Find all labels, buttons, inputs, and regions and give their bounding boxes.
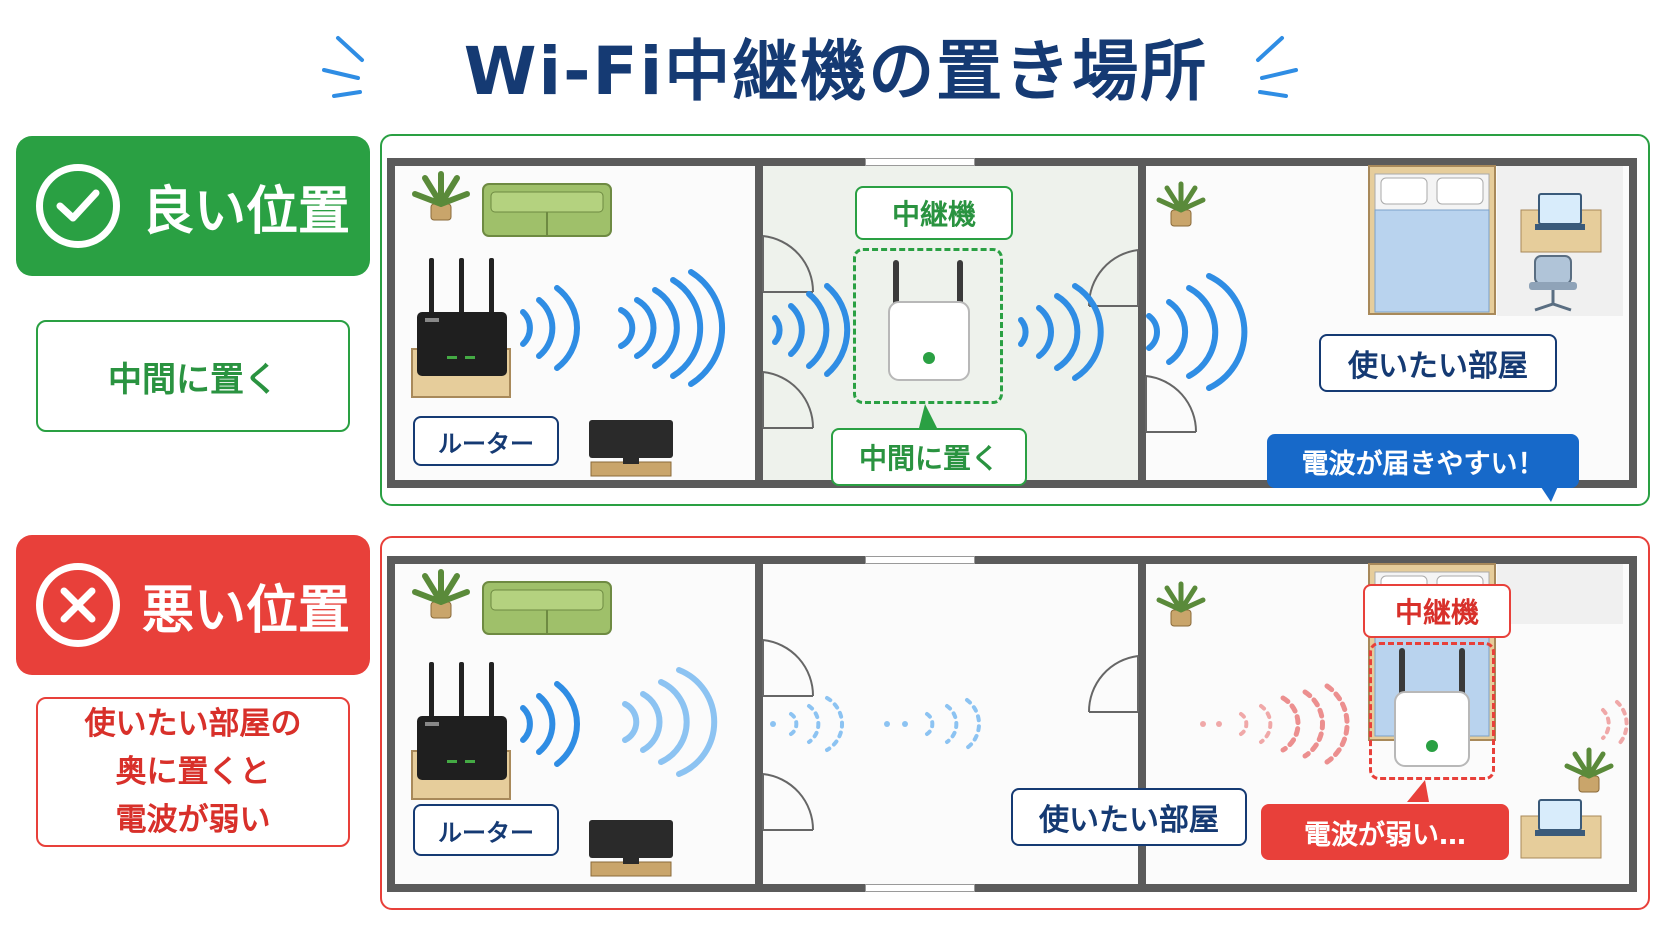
sparkle-icon-right [1256,36,1298,98]
tv-icon [589,820,673,877]
cross-icon [36,563,120,647]
door-icon [762,773,815,831]
sofa-icon [482,183,612,237]
bad-signal-bubble: 電波が弱い… [1261,804,1509,860]
good-middle-label: 中間に置く [831,428,1027,486]
wifi-wave-icon [1146,273,1248,391]
good-floorplan: ルーター 中継機 [387,158,1637,502]
wifi-wave-icon [1018,283,1104,381]
bad-window-bottom [865,884,975,892]
wifi-wave-icon [520,285,580,371]
plant-icon [1156,581,1206,627]
bad-position-label: 悪い位置 [142,580,351,641]
bad-note-line: 使いたい部屋の [84,706,302,742]
router-icon [417,258,507,376]
good-wall-1 [755,166,763,480]
tv-icon [589,420,673,477]
desk-area [1497,564,1623,624]
sparkle-icon-left [322,36,364,98]
bad-note: 使いたい部屋の 奥に置くと 電波が弱い [36,697,350,847]
bad-window-top [865,556,975,564]
plant-icon [412,569,470,619]
wifi-wave-icon [618,269,726,387]
good-signal-bubble: 電波が届きやすい！ [1267,434,1579,488]
good-position-badge: 良い位置 [16,136,370,276]
bad-wall-2 [1138,564,1146,884]
bad-note-line: 電波が弱い [115,802,271,838]
wifi-wave-icon [622,667,718,777]
extender-icon [888,260,970,381]
desk-icon [1520,193,1602,253]
plant-icon [1156,181,1206,227]
bad-router-label: ルーター [413,804,559,856]
plant-icon [412,171,470,221]
bubble-tail [1539,484,1559,502]
good-room-label: 使いたい部屋 [1319,334,1557,392]
good-floorplan-panel: ルーター 中継機 [380,134,1650,506]
router-icon [417,662,507,780]
plant-icon [1564,747,1614,793]
checkmark-icon [36,164,120,248]
good-window-top [865,158,975,166]
bed-icon [1368,165,1496,315]
wifi-wave-icon-weak [1601,700,1629,748]
door-icon [762,639,815,697]
door-icon [762,371,815,429]
wifi-wave-icon [520,681,580,767]
bad-note-line: 奥に置くと [115,754,271,790]
good-wall-2 [1138,166,1146,480]
bubble-tail [1407,780,1429,802]
bad-room-label: 使いたい部屋 [1011,788,1247,846]
sofa-icon [482,581,612,635]
good-note: 中間に置く [36,320,350,432]
bad-position-badge: 悪い位置 [16,535,370,675]
door-icon [1145,375,1198,433]
good-note-text: 中間に置く [108,359,278,400]
wifi-wave-icon-weak [1200,683,1350,765]
good-extender-label: 中継機 [855,186,1013,240]
wifi-wave-icon [772,283,851,377]
bad-floorplan-panel: ルーター 使い [380,536,1650,910]
bad-wall-1 [755,564,763,884]
good-extender-box [853,248,1003,404]
door-icon [1087,655,1139,713]
wifi-wave-icon-faint [884,698,981,750]
wifi-wave-icon-faint [770,696,845,752]
chair-icon [1529,255,1577,312]
page-title: Wi-Fi中継機の置き場所 [463,33,1209,110]
extender-icon [1394,648,1470,767]
door-icon [762,235,815,293]
bad-extender-label: 中継機 [1363,584,1511,638]
bad-extender-box [1369,642,1495,780]
desk-icon [1520,799,1602,859]
bad-floorplan: ルーター 使い [387,556,1637,892]
good-router-label: ルーター [413,416,559,466]
good-position-label: 良い位置 [142,181,351,242]
